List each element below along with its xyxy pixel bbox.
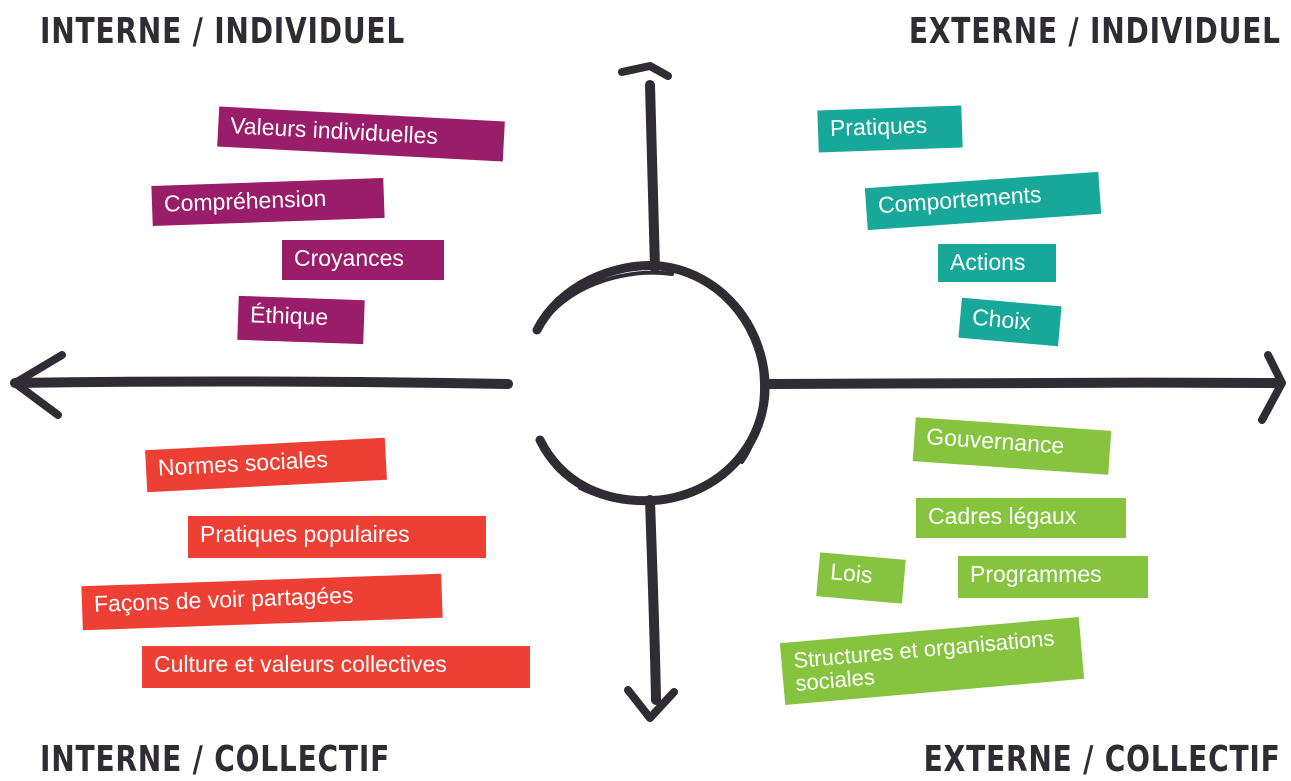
axis-right [765,377,1283,389]
axis-up [645,80,660,273]
arrow-left-head [11,351,66,419]
tag-cadres-legaux: Cadres légaux [916,498,1126,538]
tag-choix: Choix [958,297,1062,347]
center-circle [532,261,770,506]
arrow-down-head [624,686,678,722]
tag-croyances: Croyances [282,240,444,280]
tag-pratiques: Pratiques [817,105,963,153]
heading-interne-collectif: INTERNE / COLLECTIF [40,739,391,780]
tag-actions: Actions [938,244,1056,282]
tag-programmes: Programmes [958,556,1148,598]
tag-lois: Lois [816,552,906,604]
heading-interne-individuel: INTERNE / INDIVIDUEL [40,11,406,52]
tag-pratiques-populaires: Pratiques populaires [188,516,486,558]
axis-down [645,495,661,705]
heading-externe-collectif: EXTERNE / COLLECTIF [924,739,1281,780]
axis-left [10,376,513,389]
tag-comprehension: Compréhension [151,177,385,227]
arrow-right-head [1258,351,1286,424]
tag-ethique: Éthique [237,295,365,345]
arrow-up-head [618,62,672,80]
tag-culture-et-valeurs-collectives: Culture et valeurs collectives [142,646,530,688]
heading-externe-individuel: EXTERNE / INDIVIDUEL [909,11,1281,52]
